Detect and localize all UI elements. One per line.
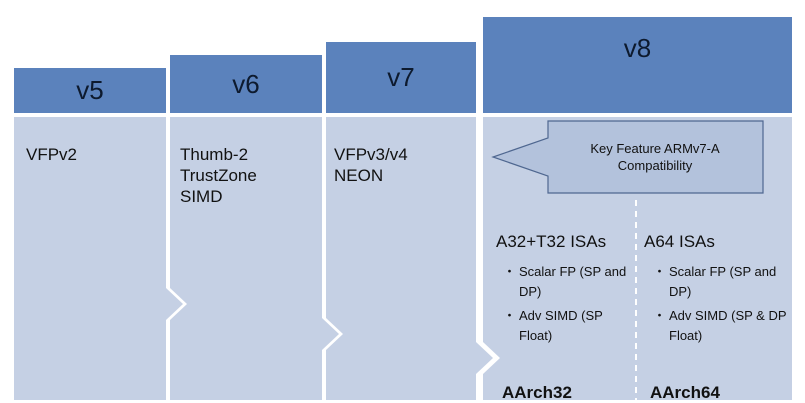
feature-item: Thumb-2: [180, 145, 249, 164]
features-v7: VFPv3/v4 NEON: [334, 144, 408, 186]
header-v8: v8: [483, 17, 792, 113]
feature-item: TrustZone: [180, 166, 257, 185]
header-v7: v7: [326, 42, 476, 113]
header-v6: v6: [170, 55, 322, 113]
bullet-dot-icon: ・: [503, 264, 517, 279]
bullet-dot-icon: ・: [503, 308, 517, 323]
bullet-item: ・Scalar FP (SP and DP): [653, 264, 777, 299]
arch-label-aarch64: AArch64: [650, 383, 720, 402]
callout-line-2: Compatibility: [617, 158, 693, 173]
features-v6: Thumb-2 TrustZone SIMD: [180, 144, 257, 207]
bullet-dot-icon: ・: [653, 264, 667, 279]
isa-title-a32: A32+T32 ISAs: [496, 232, 607, 251]
bullet-item: ・Adv SIMD (SP Float): [503, 308, 603, 343]
body-v6: [170, 117, 339, 400]
bullet-list-a32: ・Scalar FP (SP and DP) ・Adv SIMD (SP Flo…: [503, 262, 633, 350]
body-v7: [326, 117, 493, 400]
feature-item: NEON: [334, 166, 384, 185]
feature-item: SIMD: [180, 187, 223, 206]
callout-label: Key Feature ARMv7-A Compatibility: [548, 124, 762, 190]
bullet-list-a64: ・Scalar FP (SP and DP) ・Adv SIMD (SP & D…: [653, 262, 788, 350]
features-v5: VFPv2: [26, 144, 77, 165]
isa-title-a64: A64 ISAs: [644, 232, 715, 251]
callout-arrow: [491, 120, 764, 194]
body-v5: [14, 117, 183, 400]
feature-item: VFPv3/v4: [334, 145, 408, 164]
feature-item: VFPv2: [26, 145, 78, 164]
bullet-dot-icon: ・: [653, 308, 667, 323]
bullet-item: ・Adv SIMD (SP & DP Float): [653, 308, 787, 343]
arch-label-aarch32: AArch32: [502, 383, 572, 402]
bullet-item: ・Scalar FP (SP and DP): [503, 264, 627, 299]
callout-line-1: Key Feature ARMv7-A: [590, 141, 720, 156]
header-v5: v5: [14, 68, 166, 113]
